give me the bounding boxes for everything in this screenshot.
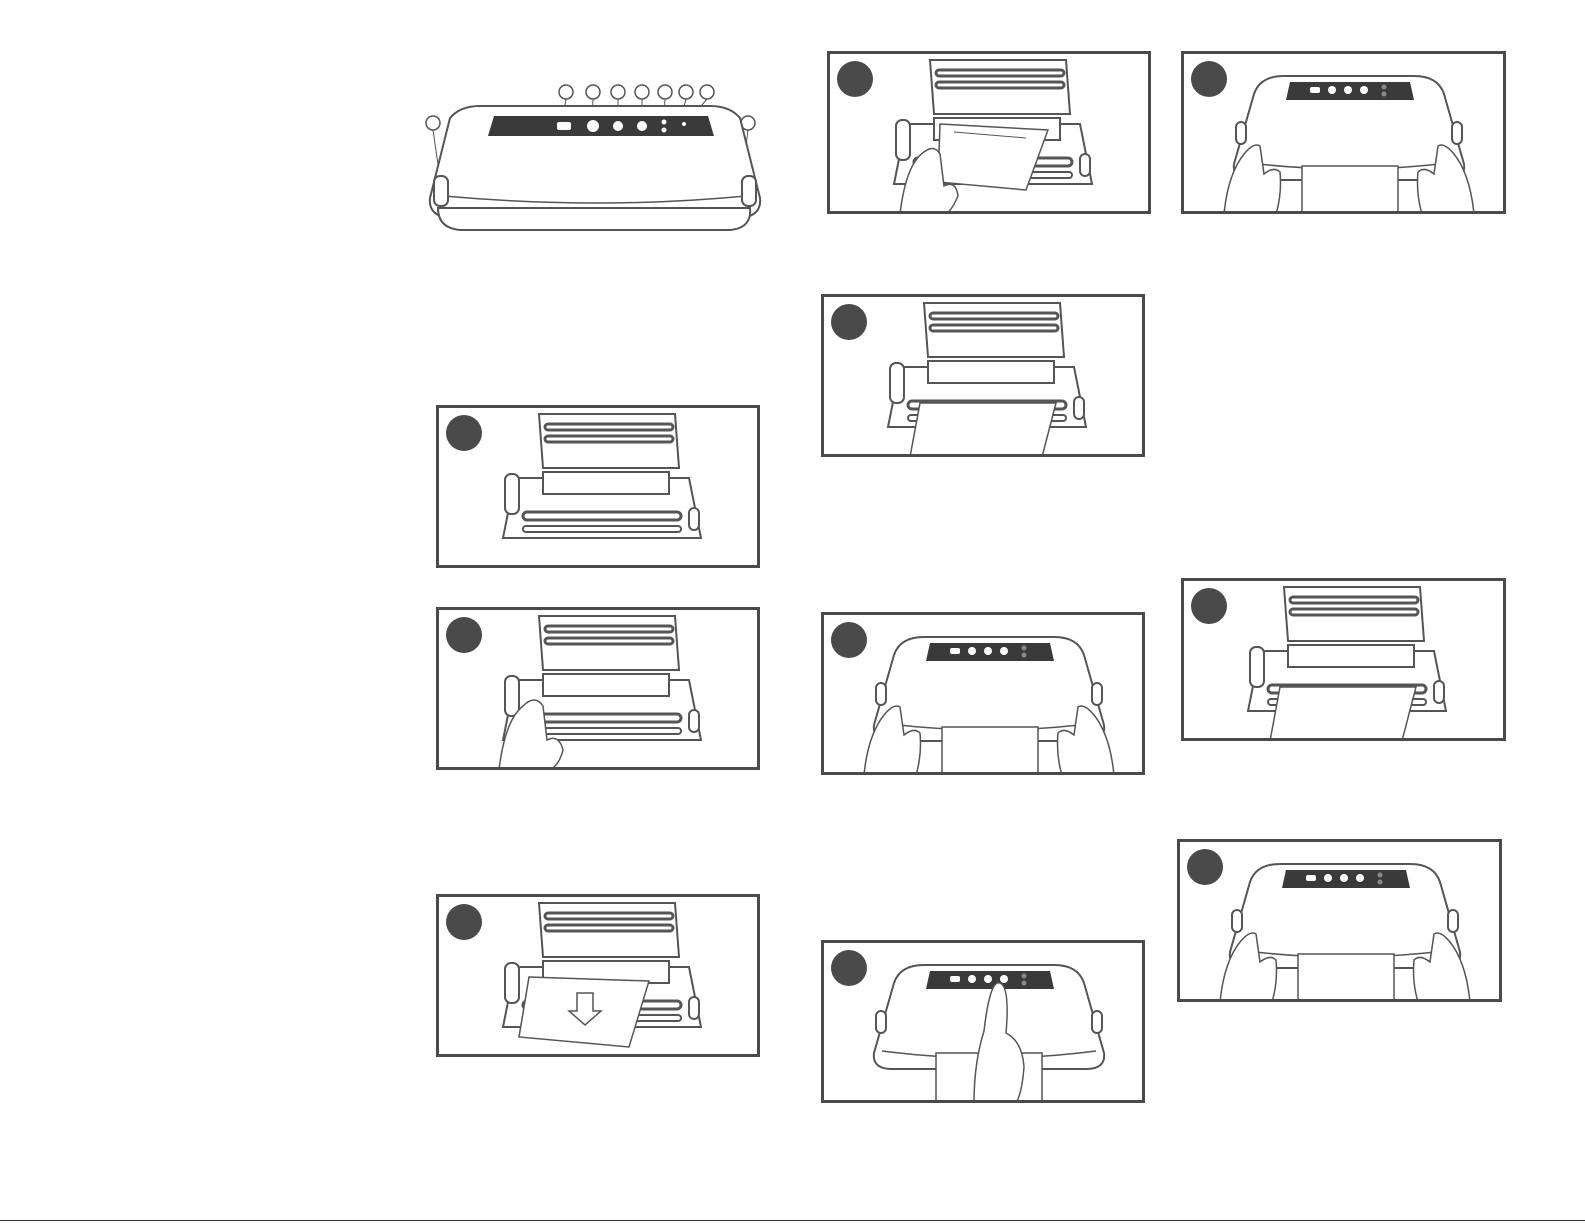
figure-lid-open-hand bbox=[436, 607, 760, 770]
callout-3 bbox=[611, 85, 625, 99]
figure-illustration bbox=[439, 610, 759, 770]
figure-lid-press-hands bbox=[821, 612, 1145, 775]
figure-illustration bbox=[824, 297, 1144, 457]
bottom-rule bbox=[0, 1220, 1585, 1221]
step-badge bbox=[831, 304, 867, 340]
figure-illustration bbox=[824, 615, 1144, 775]
callout-5 bbox=[658, 85, 672, 99]
step-badge bbox=[1187, 849, 1223, 885]
figure-bag-inserted bbox=[436, 894, 760, 1057]
callout-6 bbox=[679, 85, 693, 99]
step-badge bbox=[1191, 588, 1227, 624]
callout-7 bbox=[700, 85, 714, 99]
figure-lid-open bbox=[436, 405, 760, 568]
appliance-overview-diagram bbox=[420, 78, 770, 248]
figure-lid-press-hands bbox=[1177, 839, 1502, 1002]
callout-1 bbox=[559, 85, 573, 99]
figure-bag-in-channel bbox=[1181, 578, 1506, 741]
figure-illustration bbox=[830, 54, 1150, 214]
figure-bag-in-channel bbox=[821, 294, 1145, 457]
figure-illustration bbox=[1184, 581, 1504, 741]
figure-bag-measure bbox=[827, 51, 1151, 214]
step-badge bbox=[1191, 61, 1227, 97]
step-badge bbox=[446, 415, 482, 451]
step-badge bbox=[831, 622, 867, 658]
figure-illustration bbox=[824, 943, 1144, 1103]
callout-4 bbox=[635, 85, 649, 99]
figure-illustration bbox=[439, 897, 759, 1057]
figure-illustration bbox=[439, 408, 759, 568]
figure-illustration bbox=[1184, 54, 1504, 214]
step-badge bbox=[446, 617, 482, 653]
step-badge bbox=[446, 904, 482, 940]
step-badge bbox=[837, 61, 873, 97]
figure-illustration bbox=[1180, 842, 1500, 1002]
figure-lid-press-hands bbox=[1181, 51, 1506, 214]
callout-left bbox=[426, 116, 440, 130]
step-badge bbox=[831, 950, 867, 986]
figure-button-press bbox=[821, 940, 1145, 1103]
callout-2 bbox=[586, 85, 600, 99]
